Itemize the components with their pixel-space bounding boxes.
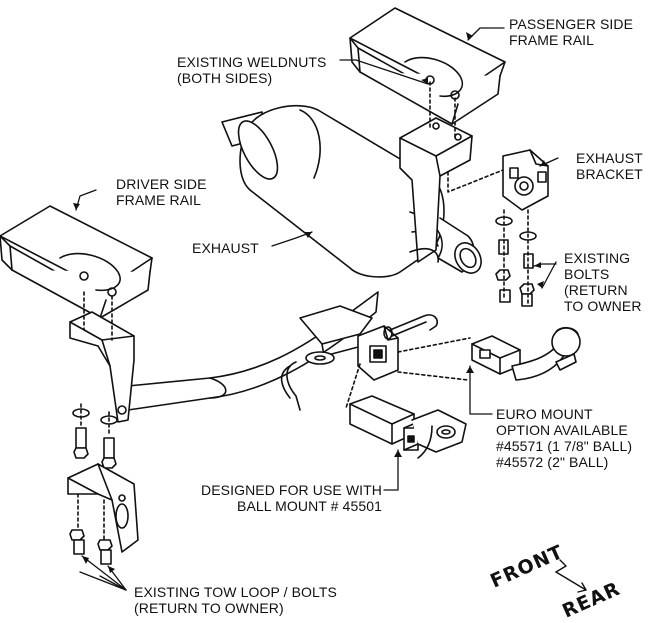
label-driver-frame-rail-line1: DRIVER SIDE: [116, 176, 207, 192]
hitch-cross-tube: [127, 247, 439, 411]
label-euro-mount-line2: OPTION AVAILABLE: [496, 422, 628, 438]
label-tow-loop-line2: (RETURN TO OWNER): [134, 600, 284, 616]
label-driver-frame-rail-line2: FRAME RAIL: [116, 192, 202, 208]
euro-mount: [471, 326, 581, 381]
label-euro-mount-line4: #45572 (2" BALL): [496, 454, 609, 470]
label-designed-for: DESIGNED FOR USE WITH BALL MOUNT # 45501: [186, 482, 382, 514]
label-exhaust: EXHAUST: [192, 240, 259, 256]
label-exhaust-bracket-line2: BRACKET: [576, 166, 643, 182]
tow-loop-bracket: [67, 463, 139, 565]
label-euro-mount-line3: #45571 (1 7/8" BALL): [496, 438, 633, 454]
driver-side-bracket: [69, 291, 135, 423]
label-passenger-frame-rail-line1: PASSENGER SIDE: [509, 16, 634, 32]
label-existing-weldnuts-line1: EXISTING WELDNUTS: [177, 54, 327, 70]
label-tow-loop: EXISTING TOW LOOP / BOLTS (RETURN TO OWN…: [134, 584, 337, 616]
label-driver-frame-rail: DRIVER SIDE FRAME RAIL: [116, 176, 207, 208]
rear-label: REAR: [559, 578, 624, 623]
ball-mount: [349, 395, 467, 459]
passenger-guide-lines: [429, 81, 504, 193]
driver-bolts: [72, 403, 118, 469]
label-exhaust-line1: EXHAUST: [192, 240, 259, 256]
passenger-frame-rail: [349, 7, 506, 125]
label-existing-weldnuts-line2: (BOTH SIDES): [177, 70, 273, 86]
label-passenger-frame-rail: PASSENGER SIDE FRAME RAIL: [509, 16, 633, 48]
label-exhaust-bracket: EXHAUST BRACKET: [576, 150, 643, 182]
direction-indicator: FRONT REAR: [487, 541, 624, 623]
label-existing-bolts: EXISTING BOLTS (RETURN TO OWNER: [564, 250, 642, 314]
label-existing-bolts-line3: (RETURN: [564, 282, 628, 298]
label-existing-bolts-line1: EXISTING: [564, 250, 631, 266]
leader-lines: [75, 27, 559, 591]
exhaust-bolts: [495, 209, 537, 307]
label-tow-loop-line1: EXISTING TOW LOOP / BOLTS: [134, 584, 337, 600]
label-existing-bolts-line2: BOLTS: [564, 266, 610, 282]
exhaust-bracket: [502, 149, 549, 211]
label-designed-for-line1: DESIGNED FOR USE WITH: [201, 482, 382, 498]
driver-frame-rail: [0, 205, 153, 319]
hitch-pin: [383, 314, 439, 340]
label-euro-mount: EURO MOUNT OPTION AVAILABLE #45571 (1 7/…: [496, 406, 632, 470]
label-exhaust-bracket-line1: EXHAUST: [576, 150, 643, 166]
label-existing-bolts-line4: TO OWNER: [564, 298, 642, 314]
passenger-side-bracket: [399, 117, 473, 263]
label-euro-mount-line1: EURO MOUNT: [496, 406, 593, 422]
mount-guide-lines: [345, 337, 471, 409]
leader-arrowheads: [73, 32, 546, 573]
label-existing-weldnuts: EXISTING WELDNUTS (BOTH SIDES): [177, 54, 327, 86]
label-designed-for-line2: BALL MOUNT # 45501: [237, 498, 382, 514]
label-passenger-frame-rail-line2: FRAME RAIL: [509, 32, 595, 48]
front-label: FRONT: [487, 541, 567, 593]
